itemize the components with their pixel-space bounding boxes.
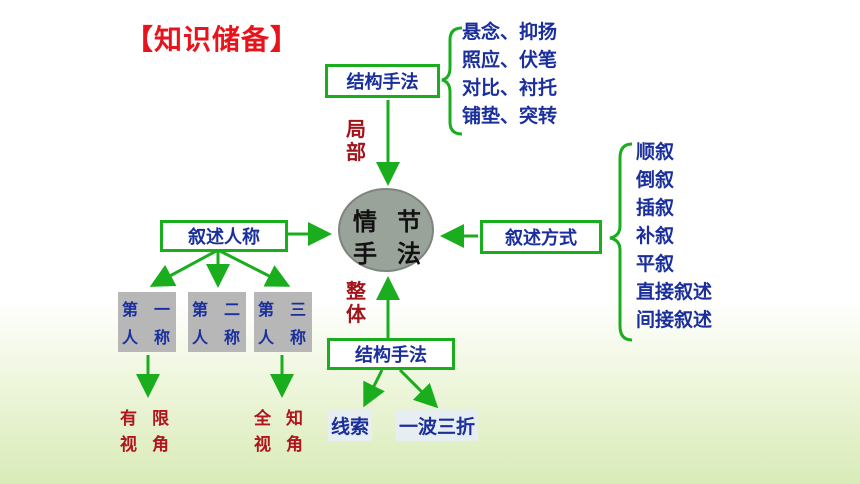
list-item: 直接叙述 bbox=[636, 281, 713, 303]
top-structure-box: 结构手法 bbox=[325, 64, 440, 98]
twists-item: 一波三折 bbox=[396, 410, 479, 441]
narrative-method-list: 顺叙 倒叙 插叙 补叙 平叙 直接叙述 间接叙述 bbox=[636, 138, 712, 334]
list-item: 照应、伏笔 bbox=[462, 49, 558, 71]
bottom-structure-box: 结构手法 bbox=[327, 338, 455, 370]
list-item: 铺垫、突转 bbox=[462, 105, 558, 127]
list-item: 平叙 bbox=[636, 253, 675, 275]
first-person-box: 第 一 人 称 bbox=[118, 292, 176, 352]
whole-label: 整 体 bbox=[346, 279, 366, 326]
omniscient-view-result: 全 知 视 角 bbox=[254, 409, 303, 455]
narrative-method-box: 叙述方式 bbox=[480, 220, 602, 254]
center-char: 情 bbox=[353, 208, 377, 236]
list-item: 间接叙述 bbox=[636, 309, 713, 331]
top-structure-label: 结构手法 bbox=[346, 72, 419, 93]
center-plot-technique: 情 节 手 法 bbox=[338, 188, 434, 272]
center-char: 法 bbox=[397, 240, 421, 268]
second-person-box: 第 二 人 称 bbox=[188, 292, 246, 352]
list-item: 补叙 bbox=[636, 225, 675, 247]
narrative-person-box: 叙述人称 bbox=[160, 220, 288, 252]
limited-view-result: 有 限 视 角 bbox=[120, 409, 169, 455]
list-item: 倒叙 bbox=[636, 169, 675, 191]
third-person-box: 第 三 人 称 bbox=[254, 292, 312, 352]
list-item: 插叙 bbox=[636, 197, 675, 219]
bottom-structure-label: 结构手法 bbox=[355, 345, 427, 366]
top-technique-list: 悬念、抑扬 照应、伏笔 对比、衬托 铺垫、突转 bbox=[462, 18, 557, 130]
narrative-person-label: 叙述人称 bbox=[188, 227, 260, 248]
partial-label: 局 部 bbox=[346, 117, 366, 164]
page-title: 【知识储备】 bbox=[125, 23, 300, 56]
list-item: 悬念、抑扬 bbox=[462, 21, 558, 43]
list-item: 对比、衬托 bbox=[462, 77, 558, 99]
narrative-method-label: 叙述方式 bbox=[505, 228, 577, 249]
list-item: 顺叙 bbox=[636, 141, 675, 163]
center-char: 手 bbox=[353, 240, 377, 268]
clue-item: 线索 bbox=[328, 410, 373, 441]
center-char: 节 bbox=[397, 208, 421, 236]
